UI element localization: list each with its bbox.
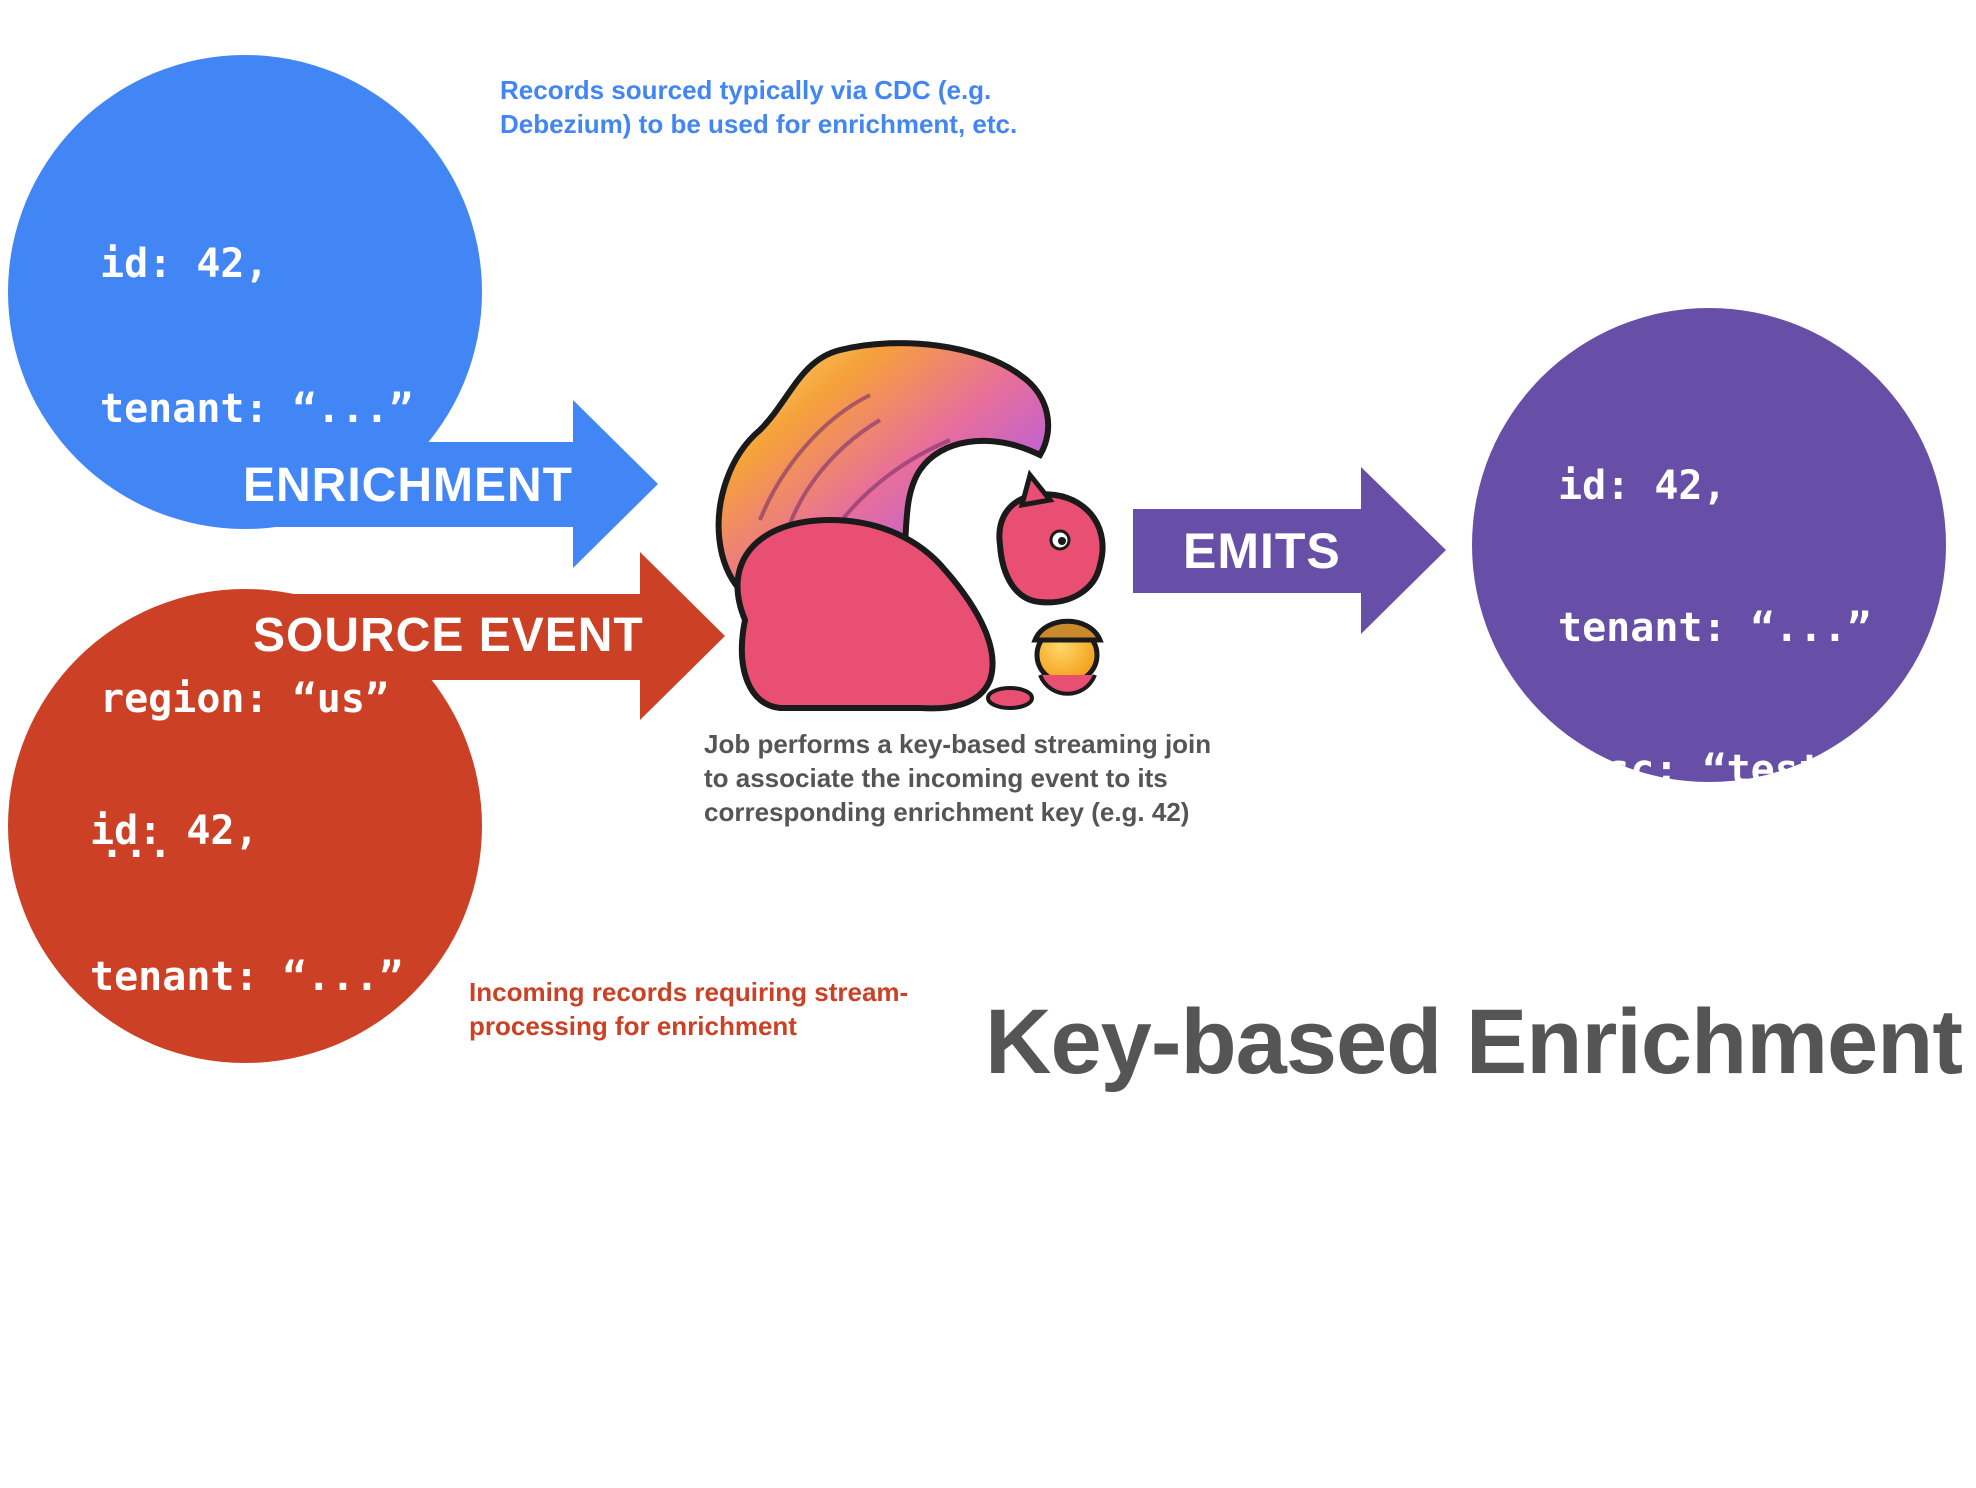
source-event-record-line: type: “event”, [90,1100,428,1146]
enrichment-record-line: region: “us” [100,676,389,722]
diagram-canvas [8,55,1946,1063]
enrichment-shape [8,55,658,568]
emits-record-line: tenant: “...” [1558,605,1872,651]
enrichment-note: Records sourced typically via CDC (e.g. … [500,75,1018,139]
source-event-circle [8,589,482,1063]
enrichment-arrow [225,400,658,568]
source-event-label: SOURCE EVENT [253,609,644,662]
emits-circle [1472,308,1946,782]
job-note: Job performs a key-based streaming join … [704,729,1212,827]
source-event-record-line: items: [...], [90,1246,404,1292]
emits-record: id: 42, tenant: “...” desc: “test”, regi… [1558,369,1895,1409]
emits-arrow [1133,467,1446,634]
emits-record-line: items: [...] [1558,1173,1847,1219]
page-title: Key-based Enrichment [985,991,1963,1093]
source-event-record: id: 42, tenant: “...” type: “event”, ite… [90,712,427,1488]
emits-record-line: ... [1558,1315,1631,1361]
source-event-record-line: tenant: “...” [90,954,404,1000]
emits-record-line: region: “us”, [1558,889,1872,935]
source-event-record-line: ... [90,1392,163,1438]
source-event-note: Incoming records requiring stream-proces… [469,977,909,1041]
enrichment-record-line: ... [100,821,173,867]
enrichment-label: ENRICHMENT [243,459,573,512]
source-event-record-line: id: 42, [90,808,259,854]
emits-record-line: desc: “test”, [1558,747,1872,793]
source-event-arrow [225,552,725,720]
enrichment-record-line: id: 42, [100,241,269,287]
squirrel-icon [715,340,1106,712]
enrichment-record: id: 42, tenant: “...” desc: “test”, regi… [100,146,413,917]
emits-record-line: type: “event”, [1558,1031,1896,1077]
enrichment-record-line: tenant: “...” [100,386,414,432]
enrichment-circle [8,55,482,529]
enrichment-record-line: desc: “test”, [100,531,414,577]
source-event-shape [8,552,725,1063]
emits-record-line: id: 42, [1558,463,1727,509]
emits-label: EMITS [1183,523,1341,579]
emits-shape [1133,308,1946,782]
